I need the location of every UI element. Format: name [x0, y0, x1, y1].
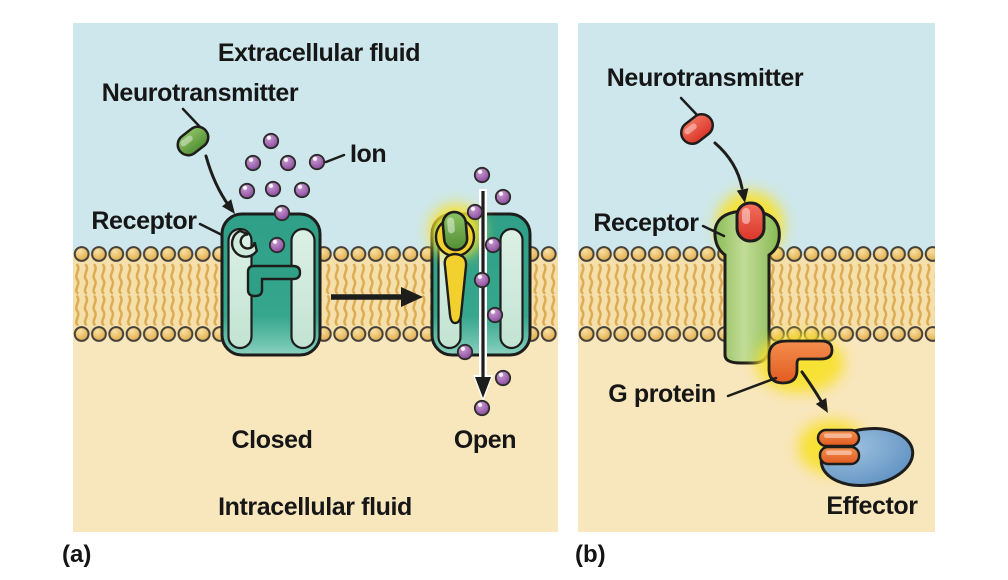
bound-neurotransmitter [441, 210, 469, 252]
label-effector: Effector [826, 492, 918, 520]
label-closed: Closed [232, 426, 313, 454]
binding-arrowhead [736, 188, 749, 203]
ion [456, 343, 474, 361]
g-protein [767, 339, 834, 385]
ion [484, 236, 502, 254]
neurotransmitter-pointer-line [679, 96, 700, 118]
binding-arrowhead [222, 199, 235, 214]
transition-arrow [331, 287, 423, 307]
label-neurotransmitter: Neurotransmitter [607, 64, 804, 92]
neurotransmitter-pointer-line [181, 107, 203, 130]
g-protein-subunit [816, 428, 861, 466]
receptor-pointer-line [198, 222, 224, 237]
ion [473, 271, 491, 289]
receptor-pointer-line [701, 224, 726, 238]
bound-neurotransmitter [735, 201, 766, 243]
signal-arrowhead [815, 398, 828, 413]
panel-a-tag: (a) [62, 541, 92, 568]
binding-arrow [713, 141, 744, 190]
panel-b-tag: (b) [575, 541, 606, 568]
ion [466, 203, 484, 221]
ion [308, 153, 326, 171]
neurotransmitter-molecule [176, 125, 210, 157]
label-receptor: Receptor [91, 207, 197, 235]
ion [473, 166, 491, 184]
signal-arrow [800, 370, 823, 403]
ion [238, 182, 256, 200]
label-neurotransmitter: Neurotransmitter [102, 79, 299, 107]
ion [244, 154, 262, 172]
label-intracellular-fluid: Intracellular fluid [218, 493, 412, 521]
gpcr-receptor [713, 209, 781, 365]
ion-pointer-line [324, 153, 346, 164]
ion [273, 204, 291, 222]
ion [293, 181, 311, 199]
ion [486, 306, 504, 324]
intracellular-region [73, 334, 558, 532]
ion [268, 236, 286, 254]
receptor-closed [220, 212, 322, 357]
channel-gate-open [443, 252, 468, 325]
label-open: Open [454, 426, 516, 454]
ion [494, 188, 512, 206]
ion [494, 369, 512, 387]
ion [279, 154, 297, 172]
binding-arrow [204, 154, 231, 208]
label-ion: Ion [350, 140, 386, 168]
ion [473, 399, 491, 417]
panel-a: Extracellular fluid Neurotransmitter Ion… [73, 23, 558, 532]
channel-gate-closed [246, 264, 302, 298]
label-receptor: Receptor [593, 209, 699, 237]
label-g-protein: G protein [608, 380, 716, 408]
g-protein-pointer-line [726, 376, 778, 398]
panel-b: Neurotransmitter Receptor G protein Effe… [578, 23, 935, 532]
neurotransmitter-molecule [680, 113, 714, 145]
ion [262, 132, 280, 150]
label-extracellular-fluid: Extracellular fluid [218, 39, 420, 67]
ion [264, 180, 282, 198]
binding-site-notch [230, 229, 259, 258]
receptor-open [429, 166, 532, 417]
